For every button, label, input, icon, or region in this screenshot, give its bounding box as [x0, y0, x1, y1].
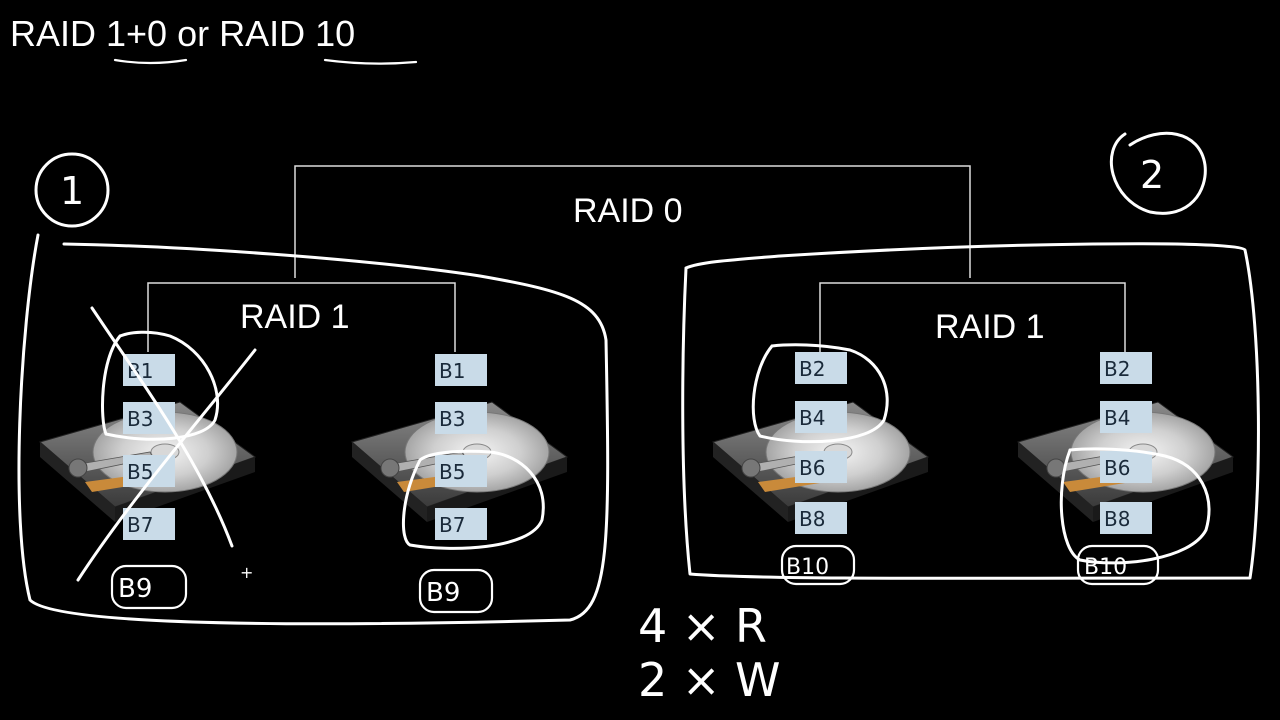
disk-1-1-note: B9	[118, 574, 152, 604]
circle-around-b2-b4	[751, 343, 889, 444]
group-1-connector	[147, 282, 456, 352]
writes-note: 2 × W	[638, 653, 781, 707]
reads-note: 4 × R	[638, 599, 767, 653]
block-label: B2	[799, 357, 825, 381]
block-cell	[1100, 401, 1152, 433]
block-label: B8	[1104, 507, 1130, 531]
block-cell	[795, 401, 847, 433]
block-label: B5	[439, 460, 465, 484]
block-label: B6	[1104, 456, 1130, 480]
block-label: B3	[439, 407, 465, 431]
group-1-label: RAID 1	[240, 298, 350, 336]
cursor-cross: +	[240, 563, 253, 582]
block-label: B7	[127, 513, 153, 537]
title-underline-2	[323, 58, 418, 65]
group-1-boundary	[17, 233, 610, 626]
group-2-boundary	[681, 242, 1260, 580]
disk-2-2: B2 B4 B6 B8	[1100, 352, 1152, 534]
block-cell	[795, 502, 847, 534]
block-label: B2	[1104, 357, 1130, 381]
block-cell	[123, 508, 175, 540]
group-2-label: RAID 1	[935, 308, 1045, 346]
block-label: B4	[799, 406, 825, 430]
circle-around-b5-b7	[401, 449, 545, 550]
block-cell	[435, 402, 487, 434]
block-cell	[795, 451, 847, 483]
title-underline-1	[113, 58, 188, 65]
disk-1-2-note: B9	[426, 578, 460, 608]
note-box-2	[418, 568, 494, 614]
raid0-label: RAID 0	[573, 192, 683, 230]
strike-mark-1	[90, 306, 234, 548]
block-cell	[435, 508, 487, 540]
note-box-1	[110, 564, 188, 610]
group-2-number: 2	[1140, 153, 1164, 197]
block-cell	[123, 354, 175, 386]
block-cell	[435, 354, 487, 386]
block-cell	[435, 455, 487, 487]
group-2-number-circle	[1109, 131, 1207, 215]
note-box-4	[1076, 544, 1160, 586]
group-2-connector	[819, 282, 1126, 352]
strike-mark-2	[76, 348, 257, 582]
diagram-title: RAID 1+0 or RAID 10	[10, 13, 355, 54]
note-box-3	[780, 544, 856, 586]
block-cell	[795, 352, 847, 384]
block-cell	[1100, 352, 1152, 384]
group-1-number: 1	[60, 169, 84, 213]
block-label: B4	[1104, 406, 1130, 430]
disk-2-1-note: B10	[786, 555, 829, 580]
raid1-group-2: 2 RAID 1 B2 B4 B6 B8 B10 B2 B4 B6	[681, 131, 1260, 586]
block-cell	[1100, 451, 1152, 483]
block-label: B6	[799, 456, 825, 480]
block-label: B1	[439, 359, 465, 383]
raid0-connector	[294, 165, 971, 278]
block-label: B7	[439, 513, 465, 537]
disk-2-2-note: B10	[1084, 555, 1127, 580]
group-1-number-circle	[34, 152, 110, 228]
circle-around-b6-b8	[1059, 447, 1211, 565]
block-label: B8	[799, 507, 825, 531]
block-label: B3	[127, 407, 153, 431]
disk-2-1: B2 B4 B6 B8	[795, 352, 847, 534]
raid1-group-1: 1 RAID 1 B1 B3 B5 B7 B9 + B1 B3	[17, 152, 610, 626]
disk-1-2: B1 B3 B5 B7	[435, 354, 487, 540]
block-cell	[1100, 502, 1152, 534]
circle-around-b1-b3	[101, 330, 220, 441]
